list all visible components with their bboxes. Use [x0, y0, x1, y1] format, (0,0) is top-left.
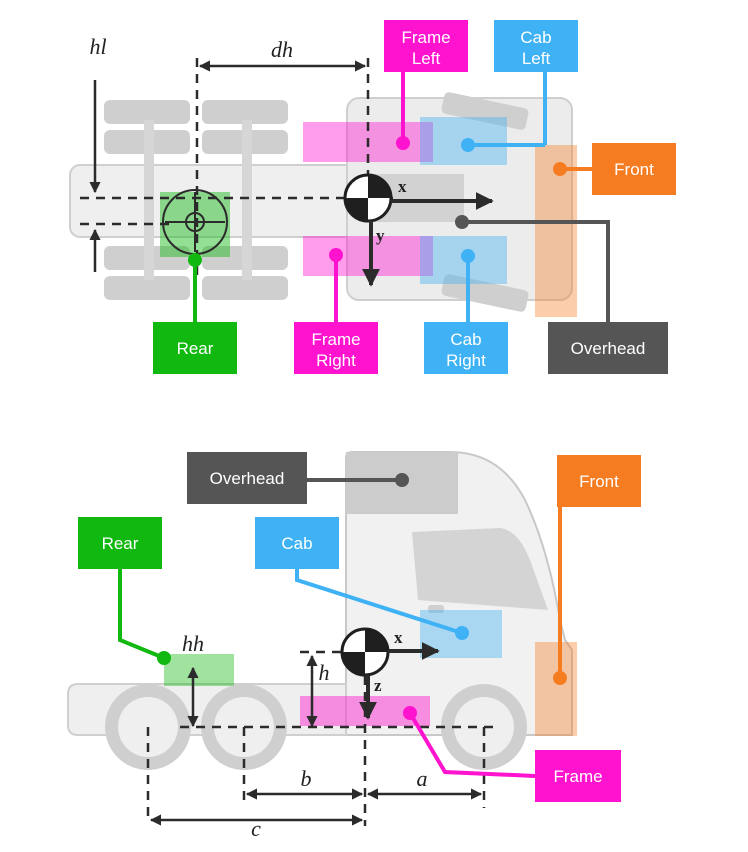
dim-dh: dh [271, 37, 293, 62]
cg-origin-top [343, 173, 393, 223]
dim-hh: hh [182, 631, 204, 656]
reference-lines-top [80, 58, 400, 275]
svg-text:Frame: Frame [311, 330, 360, 349]
rear-region-side [164, 654, 234, 686]
svg-text:Frame: Frame [401, 28, 450, 47]
svg-text:Right: Right [446, 351, 486, 370]
rear-axle-target [162, 189, 228, 255]
windshield [412, 528, 548, 610]
leader-lines-top [193, 70, 610, 322]
label-overhead-top: Overhead [548, 322, 668, 374]
reference-lines-side [146, 650, 500, 826]
label-frame-left: Frame Left [384, 20, 468, 72]
side-view: x z hh h b a c Overhead Front [67, 451, 641, 841]
svg-text:Cab: Cab [281, 534, 312, 553]
dim-c: c [251, 816, 261, 841]
svg-text:Rear: Rear [102, 534, 139, 553]
dim-h: h [319, 660, 330, 685]
front-region-side [535, 642, 577, 736]
label-cab-left: Cab Left [494, 20, 578, 72]
svg-text:Right: Right [316, 351, 356, 370]
svg-text:Left: Left [522, 49, 551, 68]
rear-wheels-top [104, 100, 288, 300]
label-cab-side: Cab [255, 517, 339, 569]
anchor-dots-top [188, 136, 567, 267]
svg-text:Overhead: Overhead [571, 339, 646, 358]
dim-b: b [301, 766, 312, 791]
svg-text:Front: Front [579, 472, 619, 491]
label-rear-top: Rear [153, 322, 237, 374]
svg-text:Overhead: Overhead [210, 469, 285, 488]
y-axis-label-top: y [376, 226, 385, 245]
x-axis-label-side: x [394, 628, 403, 647]
svg-text:Cab: Cab [450, 330, 481, 349]
x-axis-label-top: x [398, 177, 407, 196]
label-cab-right: Cab Right [424, 322, 508, 374]
label-front-side: Front [557, 455, 641, 507]
cg-origin-side [340, 627, 390, 677]
svg-text:Front: Front [614, 160, 654, 179]
mirror-mount [428, 605, 444, 613]
dim-a: a [417, 766, 428, 791]
z-axis-label-side: z [374, 676, 382, 695]
label-frame-right: Frame Right [294, 322, 378, 374]
label-rear-side: Rear [78, 517, 162, 569]
dim-hl: hl [89, 34, 106, 59]
svg-text:Left: Left [412, 49, 441, 68]
svg-text:Frame: Frame [553, 767, 602, 786]
front-wheels-top [441, 92, 529, 312]
frame-right-region [303, 236, 433, 276]
leader-lines-side [118, 478, 562, 778]
label-frame-side: Frame [535, 750, 621, 802]
svg-text:Rear: Rear [177, 339, 214, 358]
top-view: x y hl dh Frame Left [69, 20, 676, 374]
svg-text:Cab: Cab [520, 28, 551, 47]
label-front-top: Front [592, 143, 676, 195]
label-overhead-side: Overhead [187, 452, 307, 504]
anchor-dots-side [157, 473, 567, 720]
